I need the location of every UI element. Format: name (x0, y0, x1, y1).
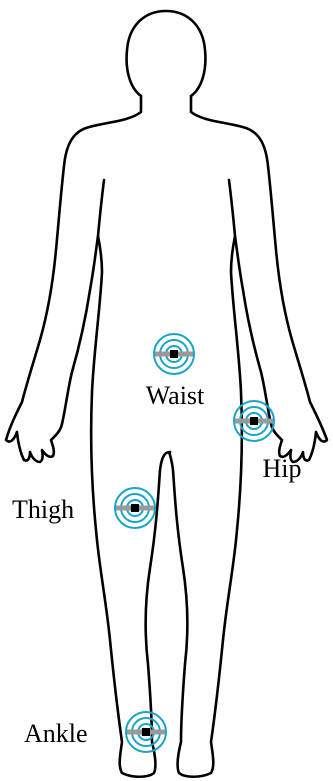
sensor-core (131, 504, 139, 512)
sensor-label-ankle: Ankle (24, 719, 88, 748)
sensor-label-thigh: Thigh (12, 495, 74, 524)
sensor-thigh (115, 488, 155, 528)
sensor-core (170, 350, 178, 358)
body-left-side (6, 96, 170, 777)
sensor-label-waist: Waist (146, 381, 205, 410)
body-right-side (169, 96, 327, 777)
sensor-hip (234, 401, 274, 441)
sensor-core (142, 728, 150, 736)
body-right-inner-arm (229, 180, 235, 236)
body-head (127, 11, 206, 96)
body-left-inner-arm (98, 180, 104, 236)
sensor-waist (154, 334, 194, 374)
sensor-ankle (126, 712, 166, 752)
sensor-core (250, 417, 258, 425)
sensor-label-hip: Hip (263, 454, 302, 483)
